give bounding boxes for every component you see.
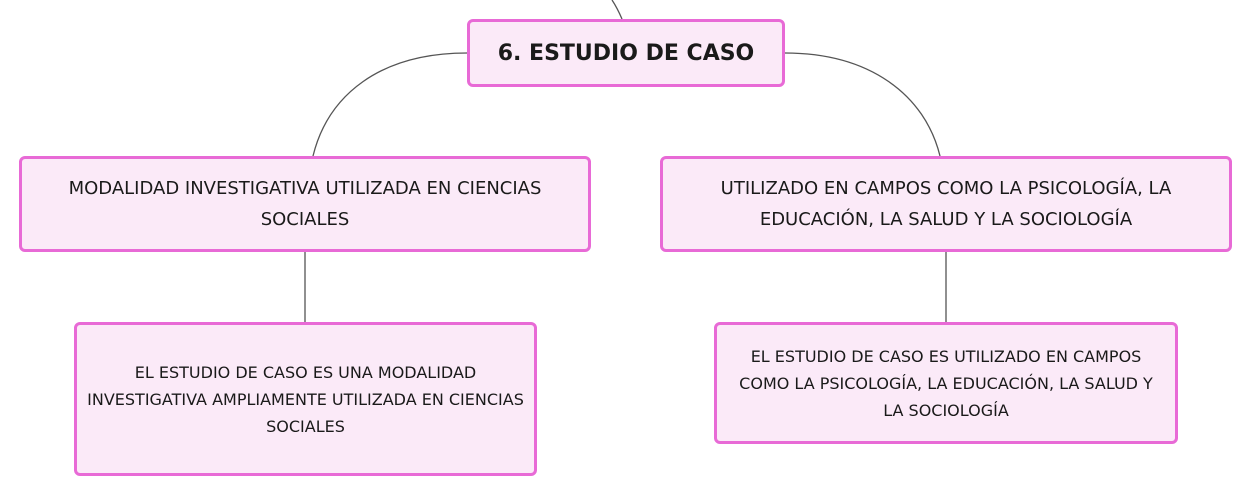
left-topic-node[interactable]: MODALIDAD INVESTIGATIVA UTILIZADA EN CIE… — [19, 156, 591, 252]
right-detail-label: EL ESTUDIO DE CASO ES UTILIZADO EN CAMPO… — [739, 346, 1153, 420]
left-detail-node[interactable]: EL ESTUDIO DE CASO ES UNA MODALIDAD INVE… — [74, 322, 537, 476]
left-topic-label: MODALIDAD INVESTIGATIVA UTILIZADA EN CIE… — [68, 178, 542, 230]
right-topic-node[interactable]: UTILIZADO EN CAMPOS COMO LA PSICOLOGÍA, … — [660, 156, 1232, 252]
root-node[interactable]: 6. ESTUDIO DE CASO — [467, 19, 785, 87]
left-detail-label: EL ESTUDIO DE CASO ES UNA MODALIDAD INVE… — [87, 362, 524, 436]
right-topic-label: UTILIZADO EN CAMPOS COMO LA PSICOLOGÍA, … — [720, 178, 1172, 230]
parent-connector — [611, 0, 623, 20]
connector-root-to-left-topic — [312, 52, 468, 157]
connector-root-to-right-topic — [784, 52, 941, 157]
right-detail-node[interactable]: EL ESTUDIO DE CASO ES UTILIZADO EN CAMPO… — [714, 322, 1178, 444]
root-node-label: 6. ESTUDIO DE CASO — [497, 40, 755, 66]
